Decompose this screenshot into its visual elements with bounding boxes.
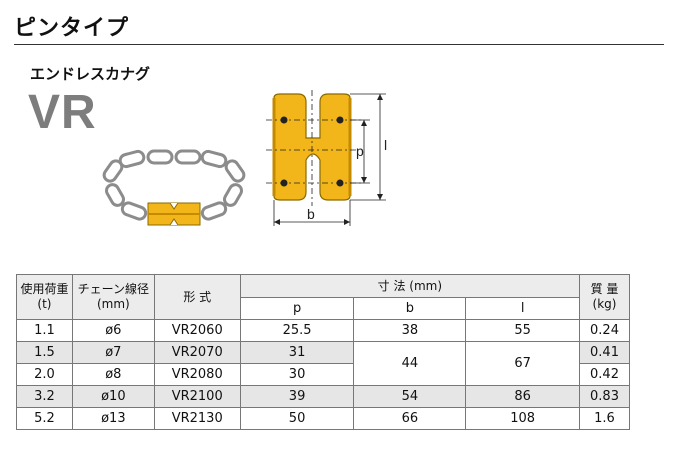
- cell-p: 39: [239, 385, 355, 408]
- product-subtitle: エンドレスカナグ: [30, 65, 151, 83]
- link-dimension-diagram: p l b: [266, 90, 387, 226]
- cell-p: 50: [239, 407, 355, 430]
- cell-weight: 0.41: [579, 341, 630, 364]
- chain-link: [200, 149, 228, 169]
- cell-b: 38: [353, 319, 467, 342]
- cell-b: 54: [353, 385, 467, 408]
- header-load: 使用荷重(t): [16, 274, 73, 320]
- header-l: l: [465, 297, 581, 320]
- cell-p: 25.5: [239, 319, 355, 342]
- chain-link: [146, 149, 174, 165]
- cell-chain: ø7: [71, 341, 155, 364]
- table-row: 5.2 ø13 VR2130 50 66 108 1.6: [16, 407, 630, 430]
- cell-chain: ø8: [71, 363, 155, 386]
- cell-b: 44: [353, 341, 467, 386]
- cell-l: 55: [465, 319, 581, 342]
- table-row: 1.1 ø6 VR2060 25.5 38 55 0.24: [16, 319, 630, 342]
- chain-link: [105, 183, 125, 207]
- header-p: p: [239, 297, 355, 320]
- cell-chain: ø6: [71, 319, 155, 342]
- table-row: 1.5 ø7 VR2070 31 44 67 0.41: [16, 341, 630, 386]
- chain-link: [200, 201, 228, 221]
- product-model: VR: [28, 86, 97, 139]
- cell-weight: 0.42: [579, 363, 630, 386]
- cell-model: VR2130: [153, 407, 241, 430]
- cell-l: 67: [465, 341, 581, 386]
- dimension-p-label: p: [356, 143, 364, 159]
- cell-b: 66: [353, 407, 467, 430]
- table-row: 3.2 ø10 VR2100 39 54 86 0.83: [16, 385, 630, 408]
- chain-link: [222, 183, 243, 207]
- chain-link: [224, 159, 246, 183]
- cell-load: 5.2: [16, 407, 73, 430]
- header-dimensions: 寸 法 (mm): [239, 274, 581, 298]
- cell-chain: ø10: [71, 385, 155, 408]
- chain-link: [174, 149, 202, 165]
- header-b: b: [353, 297, 467, 320]
- cell-p: 30: [239, 363, 355, 386]
- dimension-l-label: l: [384, 137, 387, 153]
- cell-weight: 0.24: [579, 319, 630, 342]
- header-weight: 質 量(kg): [579, 274, 630, 320]
- chain-link: [102, 159, 124, 183]
- connecting-link: [147, 202, 201, 226]
- cell-l: 86: [465, 385, 581, 408]
- cell-load: 1.1: [16, 319, 73, 342]
- cell-load: 3.2: [16, 385, 73, 408]
- cell-load: 2.0: [16, 363, 73, 386]
- header-chain-diameter: チェーン線径(mm): [71, 274, 155, 320]
- chain-link: [120, 201, 148, 221]
- cell-weight: 1.6: [579, 407, 630, 430]
- dimension-b-label: b: [307, 206, 315, 222]
- cell-load: 1.5: [16, 341, 73, 364]
- heading-divider: [14, 44, 664, 45]
- chain-illustration: [102, 149, 246, 226]
- cell-p: 31: [239, 341, 355, 364]
- cell-model: VR2080: [153, 363, 241, 386]
- page-heading: ピンタイプ: [14, 16, 130, 41]
- cell-model: VR2060: [153, 319, 241, 342]
- spec-table: 使用荷重(t) チェーン線径(mm) 形 式 寸 法 (mm) 質 量(kg) …: [16, 274, 630, 430]
- cell-model: VR2070: [153, 341, 241, 364]
- header-model: 形 式: [153, 274, 241, 320]
- cell-l: 108: [465, 407, 581, 430]
- cell-model: VR2100: [153, 385, 241, 408]
- cell-chain: ø13: [71, 407, 155, 430]
- cell-weight: 0.83: [579, 385, 630, 408]
